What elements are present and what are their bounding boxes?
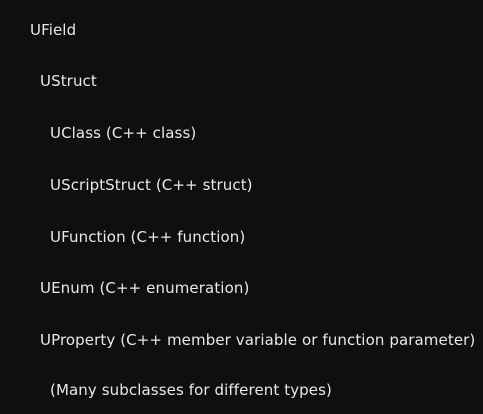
hierarchy-item-ufunction: UFunction (C++ function)	[50, 228, 246, 246]
hierarchy-item-uclass: UClass (C++ class)	[50, 124, 197, 142]
hierarchy-item-ufield: UField	[30, 21, 77, 39]
hierarchy-item-uscriptstruct: UScriptStruct (C++ struct)	[50, 176, 253, 194]
hierarchy-item-uenum: UEnum (C++ enumeration)	[40, 279, 250, 297]
hierarchy-item-subclasses-note: (Many subclasses for different types)	[50, 381, 332, 399]
hierarchy-item-uproperty: UProperty (C++ member variable or functi…	[40, 331, 476, 349]
hierarchy-item-ustruct: UStruct	[40, 72, 97, 90]
